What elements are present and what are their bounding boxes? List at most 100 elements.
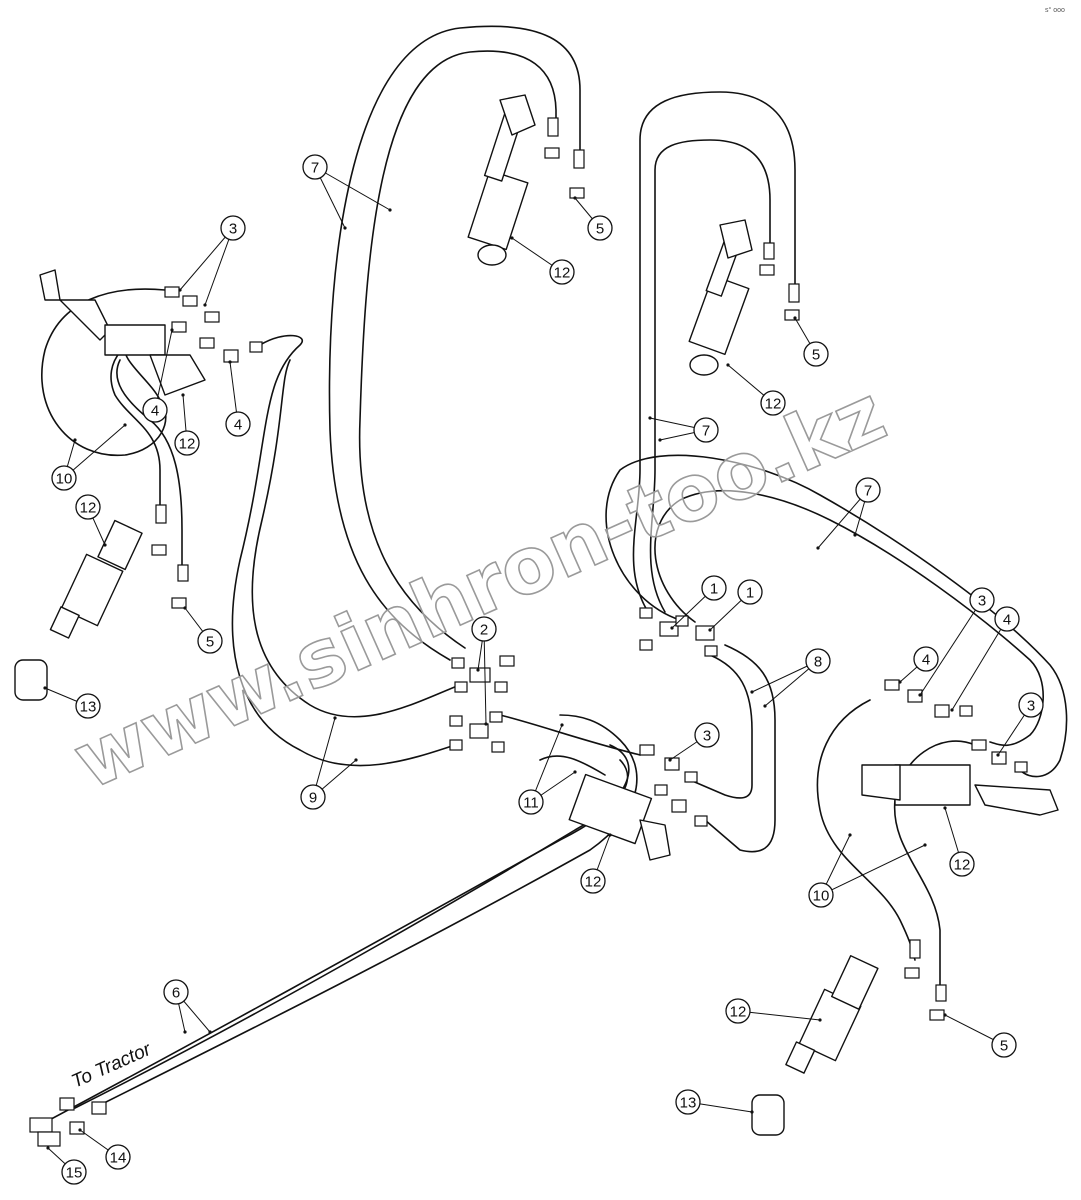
leader-c7c-0 xyxy=(817,489,869,549)
callout-circle xyxy=(737,579,763,605)
callout-circle xyxy=(855,477,881,503)
leader-c2-1 xyxy=(483,628,487,725)
callout-circle xyxy=(675,1089,701,1115)
callout-c12d: 12 xyxy=(760,390,786,416)
callout-circle xyxy=(969,587,995,613)
hose-9-outer xyxy=(231,334,456,767)
callout-c3c: 3 xyxy=(969,587,995,613)
fitting-c-e xyxy=(449,715,463,727)
fitting-r-i xyxy=(935,984,947,1002)
fitting-c-j xyxy=(675,615,689,627)
leader-tip-c1a-0 xyxy=(670,626,674,630)
callout-circle xyxy=(471,616,497,642)
callout-c12g: 12 xyxy=(725,998,751,1024)
leader-tip-c12f-0 xyxy=(943,806,947,810)
leader-tip-c12d-0 xyxy=(726,363,730,367)
pin-13-left xyxy=(14,659,48,701)
fitting-left-a xyxy=(164,286,180,298)
leader-c10a-1 xyxy=(63,424,126,479)
callout-circle xyxy=(949,851,975,877)
callout-circle xyxy=(805,648,831,674)
callout-label: 10 xyxy=(56,471,73,488)
leader-tip-c12e-0 xyxy=(608,833,612,837)
callout-circle xyxy=(302,154,328,180)
hose-7-right-outer xyxy=(605,454,1068,778)
coupler-14 xyxy=(69,1121,85,1135)
callout-label: 5 xyxy=(596,221,604,238)
callout-circle xyxy=(913,646,939,672)
callout-c15: 15 xyxy=(61,1159,87,1185)
leader-tip-c13a-0 xyxy=(43,686,47,690)
fitting-r-e xyxy=(971,739,987,751)
hose-9-inner xyxy=(251,359,461,718)
leader-tip-c7c-0 xyxy=(816,546,820,550)
callout-c10b: 10 xyxy=(808,882,834,908)
cylinder-left xyxy=(49,519,143,639)
leader-c11-0 xyxy=(530,724,563,803)
hose-10-left-lower xyxy=(116,359,183,581)
fitting-c-k xyxy=(639,639,653,651)
callout-label: 4 xyxy=(234,417,242,434)
callout-label: 2 xyxy=(480,622,488,639)
callout-c12e: 12 xyxy=(580,868,606,894)
pin-13-bottom xyxy=(751,1094,785,1136)
leader-tip-c7a-0 xyxy=(343,226,347,230)
leader-c12g-0 xyxy=(737,1010,821,1021)
callout-label: 13 xyxy=(680,1095,697,1112)
leader-c10b-1 xyxy=(820,844,926,896)
fitting-r-a xyxy=(884,679,900,691)
leader-tip-c3c-0 xyxy=(918,693,922,697)
callout-circle xyxy=(725,998,751,1024)
leader-c7a-1 xyxy=(314,166,391,211)
callout-c5a: 5 xyxy=(587,215,613,241)
leader-tip-c10a-1 xyxy=(123,423,127,427)
coupler-14a xyxy=(59,1097,75,1111)
fitting-r-h xyxy=(909,939,921,959)
callout-c2: 2 xyxy=(471,616,497,642)
callout-circle xyxy=(991,1032,1017,1058)
leader-tip-c8-1 xyxy=(763,704,767,708)
callout-label: 3 xyxy=(703,728,711,745)
callout-c12b: 12 xyxy=(174,430,200,456)
callout-label: 8 xyxy=(814,654,822,671)
callout-label: 4 xyxy=(1003,612,1011,629)
callout-label: 4 xyxy=(151,403,159,420)
coupler-14b xyxy=(91,1101,107,1115)
cross-fitting-2 xyxy=(469,667,491,683)
callout-circle xyxy=(75,693,101,719)
callout-circle xyxy=(580,868,606,894)
callout-circle xyxy=(220,215,246,241)
elbow-left-1 xyxy=(151,544,167,556)
leader-tip-c6-1 xyxy=(208,1030,212,1034)
callout-circle xyxy=(51,465,77,491)
callout-label: 12 xyxy=(80,500,97,517)
fitting-r-g xyxy=(1014,761,1028,773)
callout-c7b: 7 xyxy=(693,417,719,443)
hose-7-top-left-inner xyxy=(358,50,557,649)
leader-tip-c12c-0 xyxy=(103,543,107,547)
fitting-c-p xyxy=(654,784,668,796)
callout-label: 11 xyxy=(523,795,539,812)
callout-c4b: 4 xyxy=(225,411,251,437)
fitting-c-b xyxy=(499,655,515,667)
leader-tip-c11-1 xyxy=(573,770,577,774)
callout-c7a: 7 xyxy=(302,154,328,180)
callout-circle xyxy=(760,390,786,416)
callout-circle xyxy=(701,575,727,601)
cylinder-top xyxy=(467,94,536,266)
leader-tip-c2-0 xyxy=(476,668,480,672)
elbow-mid-1 xyxy=(759,264,775,276)
callout-label: 9 xyxy=(309,790,317,807)
leader-tip-c3a-0 xyxy=(178,288,182,292)
leader-tip-c14-0 xyxy=(78,1128,82,1132)
callout-circle xyxy=(587,215,613,241)
callout-label: 13 xyxy=(80,699,97,716)
callout-c14: 14 xyxy=(105,1144,131,1170)
leader-c3a-0 xyxy=(179,227,234,291)
leader-tip-c7a-1 xyxy=(388,208,392,212)
callout-circle xyxy=(142,397,168,423)
callout-label: 12 xyxy=(554,265,571,282)
leader-tip-c7c-1 xyxy=(853,533,857,537)
callout-circle xyxy=(61,1159,87,1185)
